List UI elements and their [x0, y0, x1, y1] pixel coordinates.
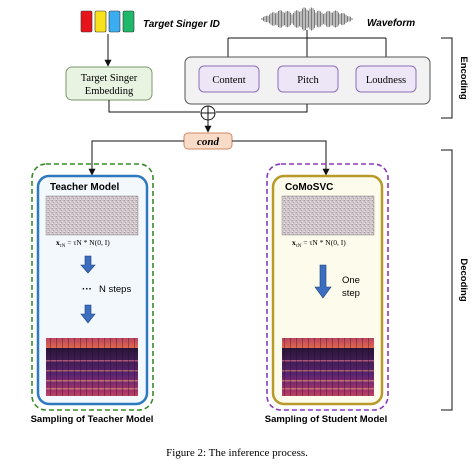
- decoding-bracket: [441, 149, 453, 411]
- embedding-label-line1: Target Singer: [81, 73, 138, 84]
- student-noise-equation: xτN = τN * N(0, I): [292, 238, 346, 249]
- cond-to-student-line: [232, 140, 330, 176]
- student-output-spectrogram: [282, 338, 374, 396]
- waveform-icon: [261, 7, 353, 31]
- feature-box-content: [198, 65, 260, 93]
- student-dashed-outline: [266, 163, 389, 411]
- feature-label-loudness: Loudness: [366, 75, 406, 86]
- teacher-steps-dots: ···: [82, 284, 92, 295]
- encoding-bracket: [441, 37, 453, 119]
- cond-label: cond: [197, 136, 220, 148]
- waveform-label: Waveform: [367, 18, 415, 29]
- waveform-branch-lines: [228, 30, 386, 39]
- singer-id-bar-4: [122, 10, 135, 33]
- singer-id-bars: [80, 10, 135, 33]
- student-one-step-arrow: [314, 264, 332, 299]
- student-noise-image: [281, 195, 375, 236]
- teacher-steps-label: N steps: [99, 284, 131, 295]
- teacher-output-spectrogram: [46, 338, 138, 396]
- student-title: CoMoSVC: [285, 182, 333, 193]
- decoding-side-label: Decoding: [458, 258, 469, 301]
- singer-id-label: Target Singer ID: [143, 19, 220, 30]
- teacher-arrow-1: [80, 255, 96, 274]
- singer-id-bar-3: [108, 10, 121, 33]
- feature-label-content: Content: [212, 75, 245, 86]
- teacher-arrow-2: [80, 304, 96, 324]
- teacher-noise-equation: xτN = τN * N(0, I): [56, 238, 110, 249]
- student-step-label-line2: step: [342, 288, 360, 299]
- figure-caption: Figure 2: The inference process.: [166, 447, 308, 459]
- student-caption: Sampling of Student Model: [265, 414, 387, 425]
- feature-label-pitch: Pitch: [297, 75, 319, 86]
- student-step-label-line1: One: [342, 275, 360, 286]
- teacher-title: Teacher Model: [50, 182, 119, 193]
- feature-box-loudness: [355, 65, 417, 93]
- singer-id-bar-1: [80, 10, 93, 33]
- encoding-to-plus-line: [216, 104, 308, 113]
- teacher-caption: Sampling of Teacher Model: [31, 414, 154, 425]
- singer-id-bar-2: [94, 10, 107, 33]
- teacher-dashed-outline: [31, 163, 154, 411]
- feature-box-pitch: [277, 65, 339, 93]
- embedding-to-plus-line: [108, 100, 200, 113]
- embedding-label-line2: Embedding: [85, 86, 134, 97]
- cond-to-teacher-line: [88, 140, 184, 176]
- teacher-noise-image: [45, 195, 139, 236]
- encoding-side-label: Encoding: [458, 56, 469, 99]
